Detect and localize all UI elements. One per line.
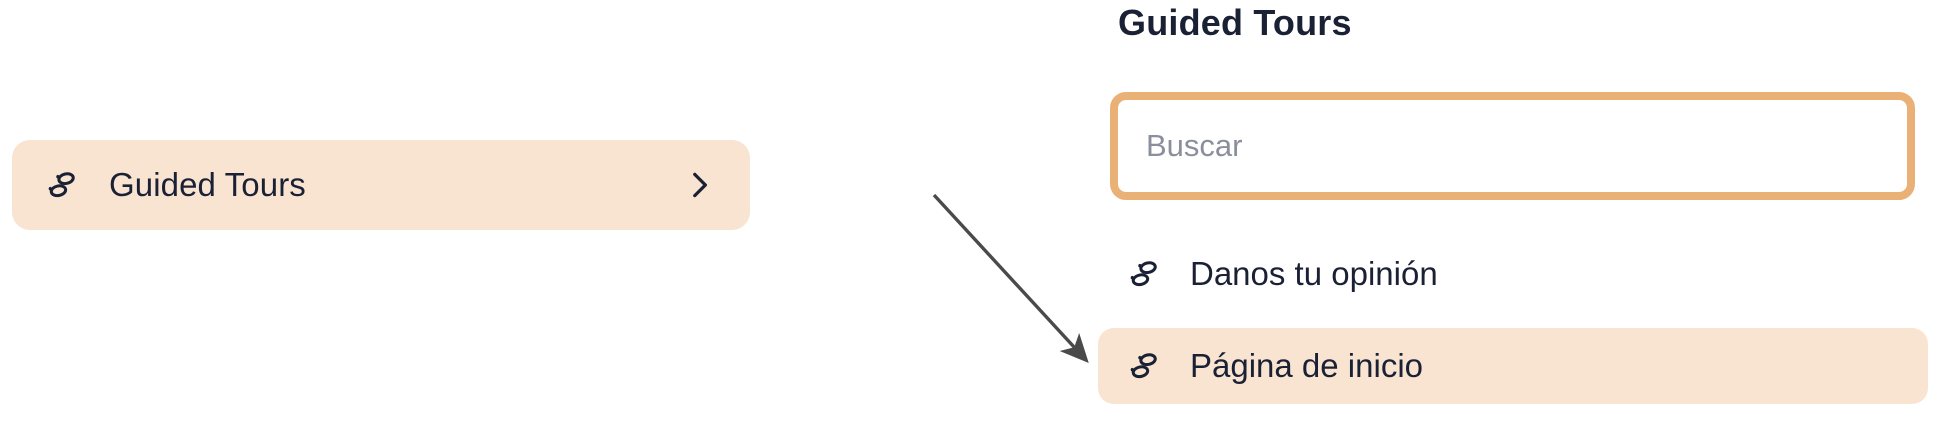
list-item-label: Página de inicio [1190,347,1423,384]
guided-tours-panel: Guided Tours Danos tu opinión [1098,0,1928,446]
list-item-feedback[interactable]: Danos tu opinión [1098,236,1928,312]
page-title: Guided Tours [1118,2,1352,43]
search-input[interactable] [1118,100,1907,192]
footsteps-icon [1124,347,1162,385]
guided-tours-menu-entry[interactable]: Guided Tours [12,140,750,230]
tour-list: Danos tu opinión Página de inicio [1098,236,1928,420]
chevron-right-icon[interactable] [682,168,716,202]
search-field-wrapper[interactable] [1110,92,1915,200]
footsteps-icon [1124,255,1162,293]
list-item-label: Danos tu opinión [1190,255,1438,292]
guided-tours-menu-entry-label: Guided Tours [109,166,306,203]
footsteps-icon [42,166,80,204]
list-item-home-page[interactable]: Página de inicio [1098,328,1928,404]
